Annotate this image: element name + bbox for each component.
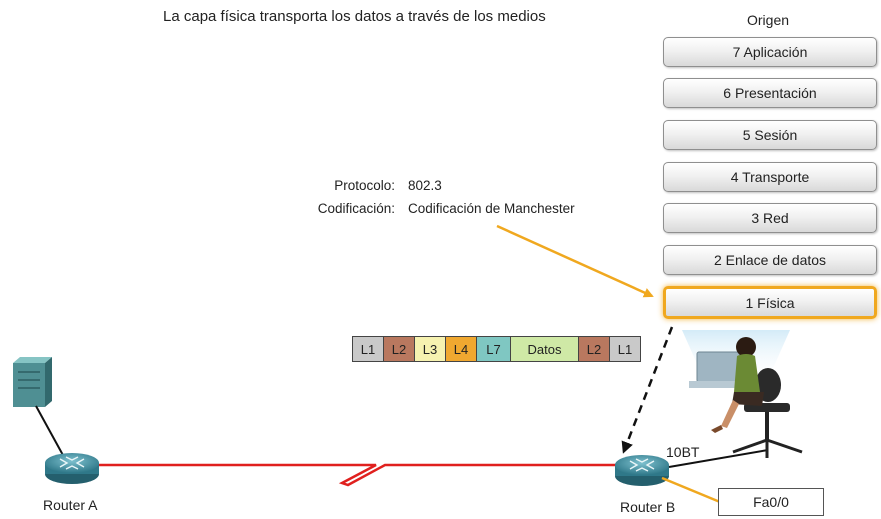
server-icon xyxy=(13,357,52,407)
osi-layer-session[interactable]: 5 Sesión xyxy=(663,120,877,150)
osi-layer-application[interactable]: 7 Aplicación xyxy=(663,37,877,67)
transmission-dashed-arrow xyxy=(621,326,674,454)
frame-cell-l1: L1 xyxy=(353,337,384,361)
osi-layer-transport[interactable]: 4 Transporte xyxy=(663,162,877,192)
frame-cell-l3: L3 xyxy=(415,337,446,361)
port-label: Fa0/0 xyxy=(718,488,824,516)
osi-layer-network[interactable]: 3 Red xyxy=(663,203,877,233)
protocol-key: Protocolo: xyxy=(334,178,395,193)
frame-cell-l1-trailer: L1 xyxy=(610,337,640,361)
frame-cell-l7: L7 xyxy=(477,337,511,361)
link-speed-label: 10BT xyxy=(666,444,700,460)
orange-pointer-arrow xyxy=(496,224,654,298)
page-title: La capa física transporta los datos a tr… xyxy=(163,8,546,25)
osi-layer-data-link[interactable]: 2 Enlace de datos xyxy=(663,245,877,275)
serial-link xyxy=(97,463,620,487)
protocol-value: 802.3 xyxy=(408,178,442,193)
frame-cell-l4: L4 xyxy=(446,337,477,361)
osi-stack-header: Origen xyxy=(747,12,790,28)
osi-layer-physical[interactable]: 1 Física xyxy=(663,286,877,319)
port-callout-line xyxy=(661,476,721,504)
frame-cell-l2: L2 xyxy=(384,337,415,361)
server-link xyxy=(35,405,65,458)
encapsulated-frame: L1 L2 L3 L4 L7 Datos L2 L1 xyxy=(352,336,641,362)
frame-cell-l2-trailer: L2 xyxy=(579,337,610,361)
osi-layer-presentation[interactable]: 6 Presentación xyxy=(663,78,877,108)
router-b-label: Router B xyxy=(620,499,676,515)
ethernet-link xyxy=(668,449,769,468)
router-b-icon xyxy=(615,455,669,486)
user-at-workstation-icon xyxy=(682,330,803,458)
encoding-key: Codificación: xyxy=(317,201,395,216)
encoding-value: Codificación de Manchester xyxy=(408,201,575,216)
router-a-icon xyxy=(45,453,99,484)
frame-cell-data: Datos xyxy=(511,337,579,361)
router-a-label: Router A xyxy=(43,497,98,513)
